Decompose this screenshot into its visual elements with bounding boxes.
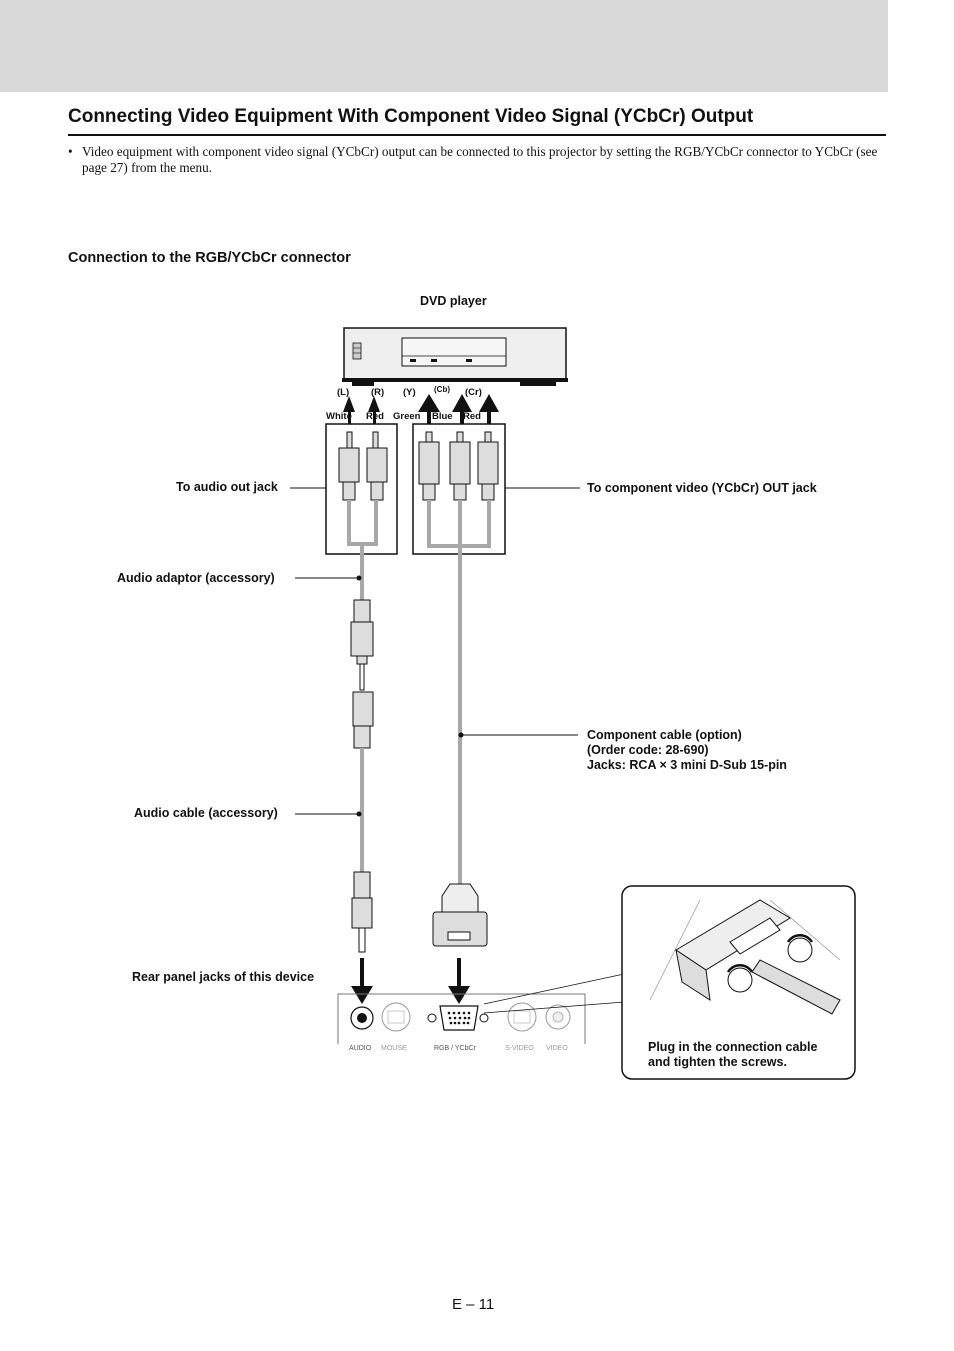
leader-lines: [290, 487, 580, 815]
audio-cable-label: Audio cable (accessory): [134, 806, 278, 820]
connection-diagram: [290, 327, 856, 1080]
jack-label-cb: (Cb): [434, 385, 450, 394]
plug-color-red-audio: Red: [366, 411, 384, 422]
component-cable-line-3: Jacks: RCA × 3 mini D-Sub 15-pin: [587, 758, 787, 772]
bullet-paragraph: • Video equipment with component video s…: [68, 144, 888, 176]
callout-caption: Plug in the connection cable and tighten…: [648, 1040, 817, 1070]
component-cable-label: Component cable (option) (Order code: 28…: [587, 728, 787, 773]
dsub-connector: [432, 883, 488, 947]
panel-label-audio: AUDIO: [349, 1045, 372, 1052]
callout-connector-closeup: [649, 899, 841, 1015]
audio-adaptor-plug: [350, 599, 374, 749]
audio-adaptor-label: Audio adaptor (accessory): [117, 571, 275, 585]
bullet-text: Video equipment with component video sig…: [82, 144, 878, 175]
jack-label-r: (R): [371, 387, 385, 398]
rear-panel: [337, 993, 586, 1044]
audio-rca-plugs: [338, 431, 388, 501]
component-cable-line-2: (Order code: 28-690): [587, 743, 709, 757]
video-rca-plugs: [418, 431, 499, 501]
rear-panel-label: Rear panel jacks of this device: [132, 970, 315, 984]
page-title: Connecting Video Equipment With Componen…: [68, 106, 886, 136]
jack-label-cr: (Cr): [465, 387, 482, 398]
plug-color-blue: Blue: [432, 411, 453, 422]
bullet-marker: •: [68, 144, 73, 159]
up-arrows: [343, 394, 499, 424]
panel-label-svideo: S-VIDEO: [505, 1045, 534, 1052]
section-subheading: Connection to the RGB/YCbCr connector: [68, 250, 351, 266]
page-number: E – 11: [452, 1296, 495, 1313]
component-cable-line-1: Component cable (option): [587, 728, 742, 742]
dvd-player-label: DVD player: [420, 294, 487, 308]
panel-label-mouse: MOUSE: [381, 1045, 407, 1052]
callout-line-2: and tighten the screws.: [648, 1055, 787, 1069]
panel-label-video: VIDEO: [546, 1045, 568, 1052]
plug-color-red-video: Red: [463, 411, 481, 422]
to-audio-out-label: To audio out jack: [176, 480, 278, 494]
down-arrows: [351, 958, 470, 1004]
jack-label-l: (L): [337, 387, 350, 398]
header-band: [0, 0, 888, 92]
audio-mini-plug: [351, 871, 373, 953]
jack-label-y: (Y): [403, 387, 416, 398]
to-component-out-label: To component video (YCbCr) OUT jack: [587, 481, 817, 495]
plug-color-white: White: [326, 411, 352, 422]
dvd-player-illustration: [342, 327, 568, 386]
callout-line-1: Plug in the connection cable: [648, 1040, 818, 1054]
panel-label-rgb: RGB / YCbCr: [434, 1045, 476, 1052]
plug-color-green: Green: [393, 411, 421, 422]
